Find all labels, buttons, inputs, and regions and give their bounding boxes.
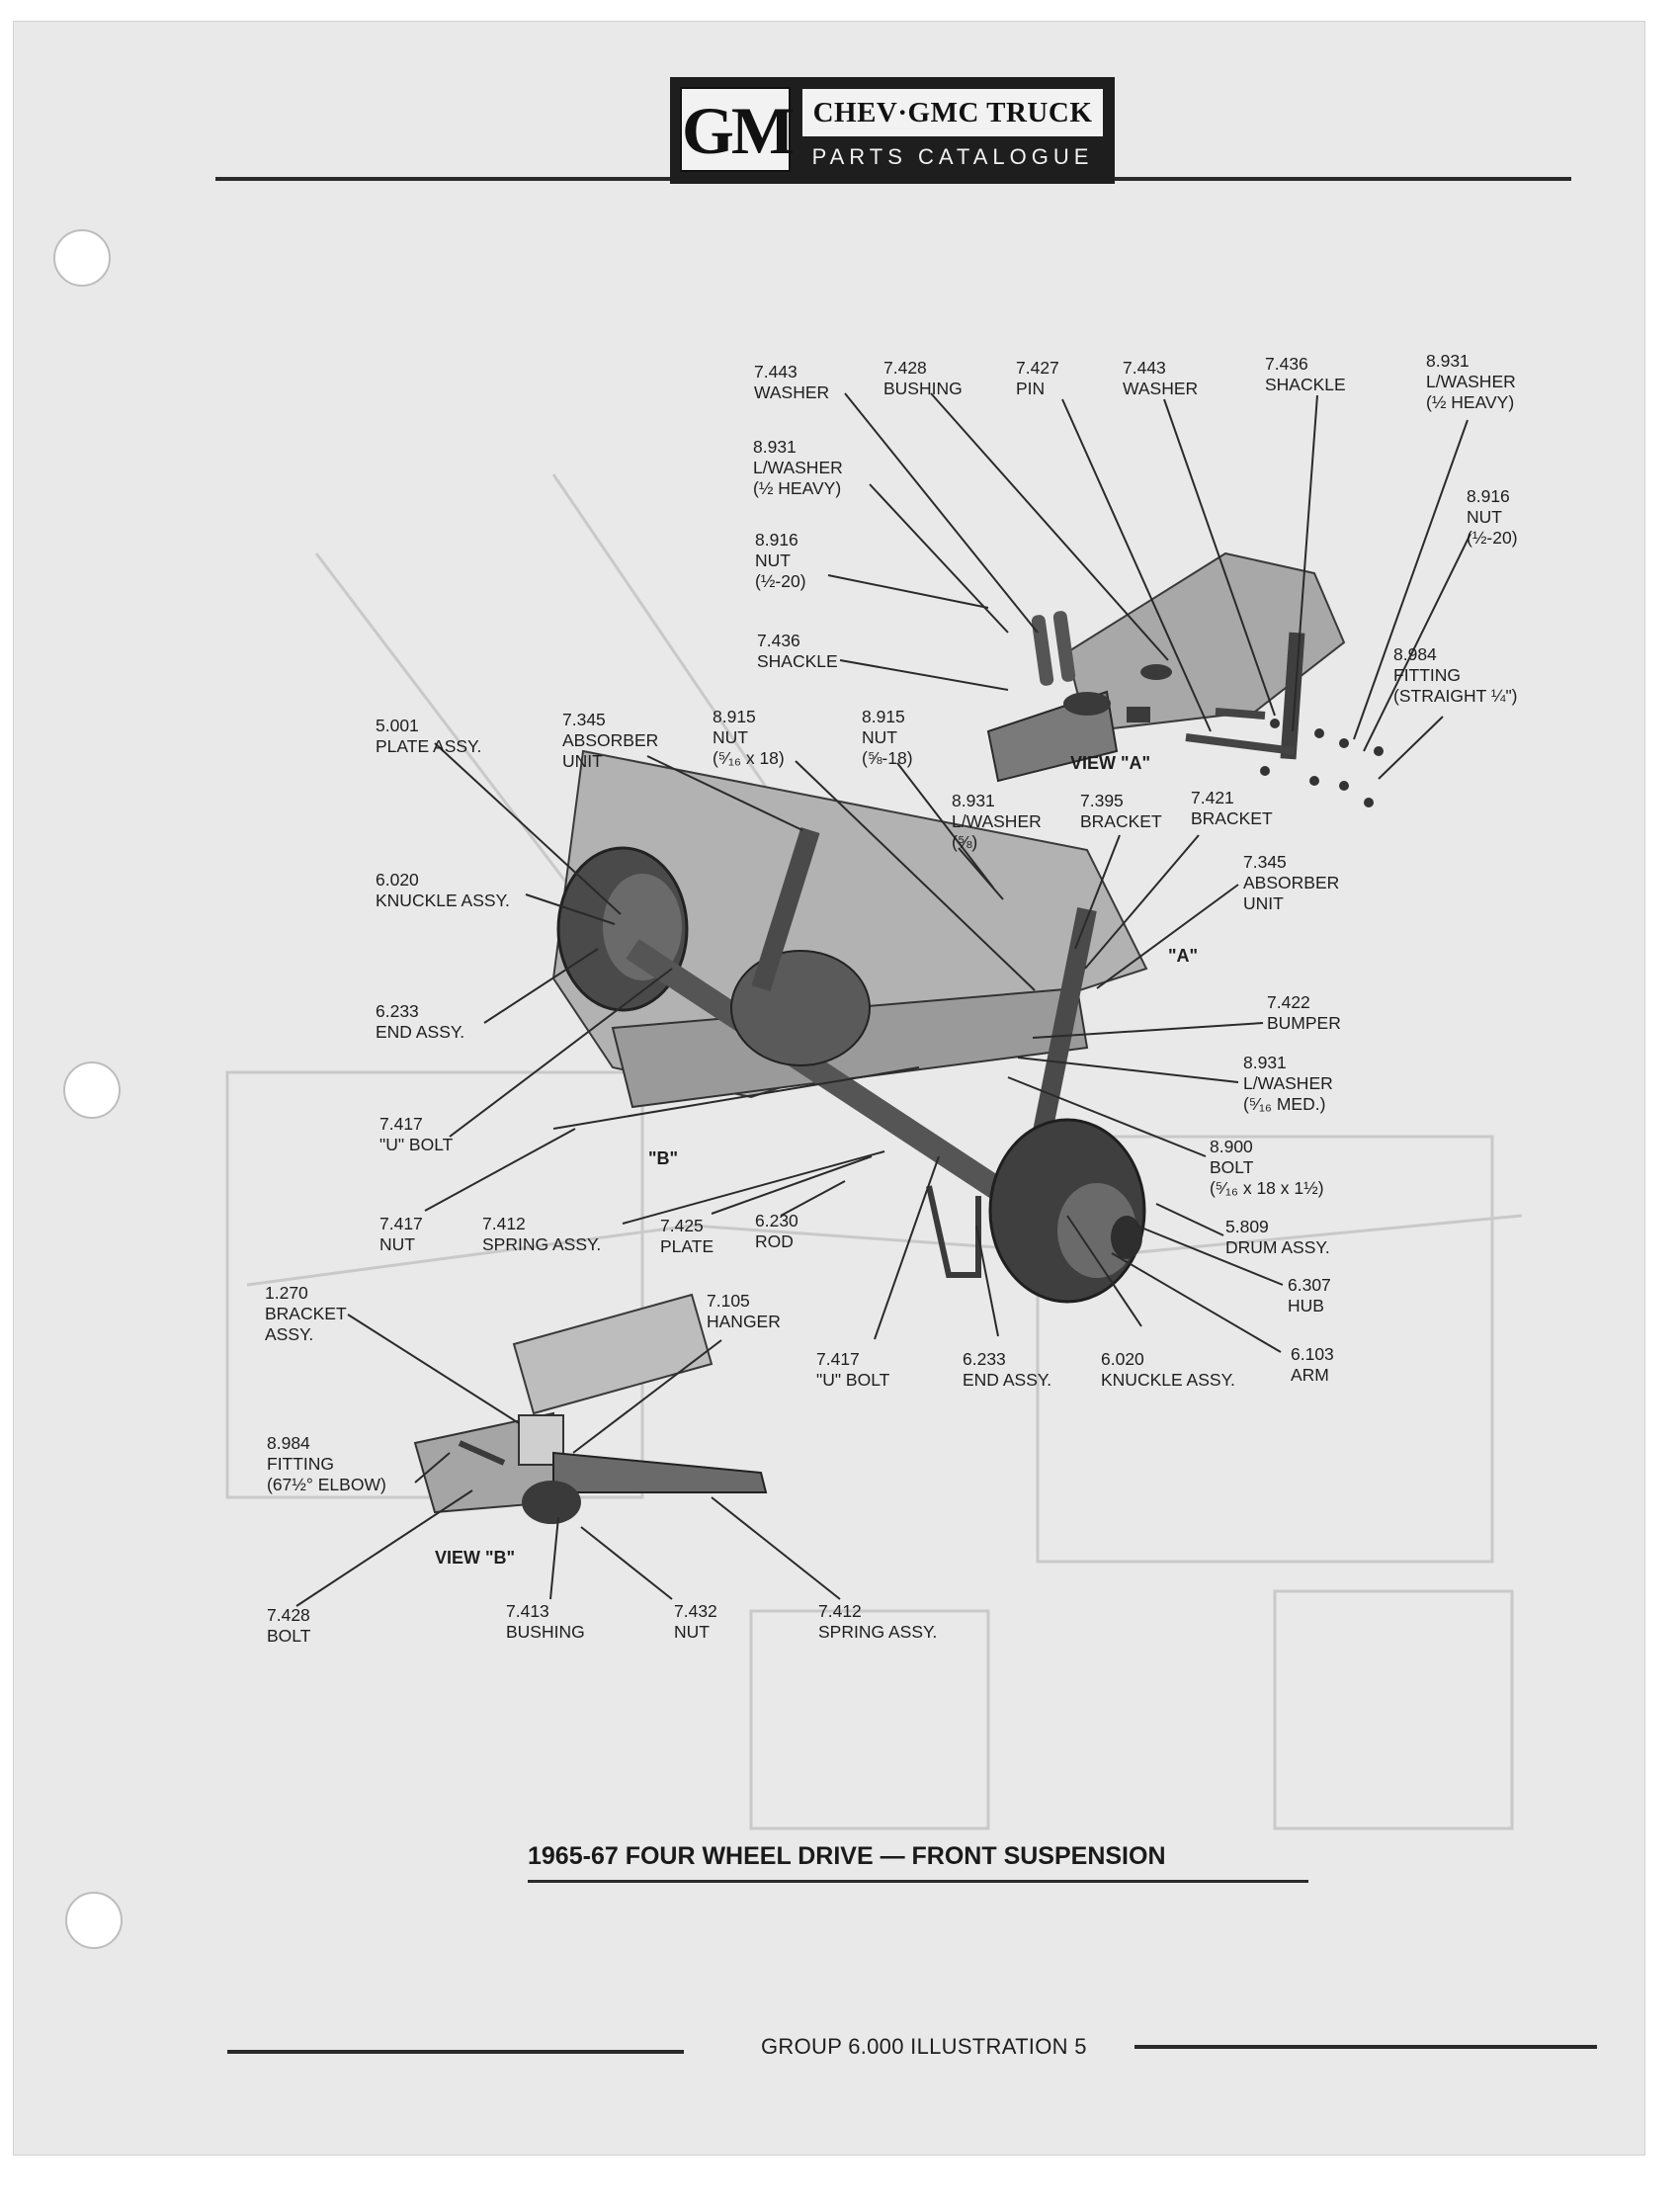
- figure-caption: 1965-67 FOUR WHEEL DRIVE — FRONT SUSPENS…: [528, 1842, 1166, 1870]
- callout-u-bolt-7417-bottom: 7.417"U" BOLT: [816, 1349, 890, 1390]
- view-b-hanger-assembly: [413, 1293, 768, 1524]
- caption-underline: [528, 1880, 1308, 1883]
- title-plate: CHEV·GMC TRUCK: [802, 89, 1103, 136]
- faint-background-illustration: [225, 473, 1523, 1830]
- footer-rule-left: [227, 2050, 684, 2054]
- view-a-reference: "A": [1168, 946, 1199, 966]
- gm-logo: GM CHEV·GMC TRUCK PARTS CATALOGUE: [670, 77, 1115, 184]
- view-a-label: VIEW "A": [1070, 753, 1151, 773]
- view-a-shackle-assembly: [986, 552, 1384, 807]
- footer-group-illustration: GROUP 6.000 ILLUSTRATION 5: [761, 2034, 1087, 2059]
- view-b-reference: "B": [648, 1148, 679, 1168]
- catalogue-subtitle: PARTS CATALOGUE: [811, 144, 1094, 169]
- view-b-label: VIEW "B": [435, 1548, 516, 1568]
- callout-u-bolt-7417-left: 7.417"U" BOLT: [379, 1114, 454, 1154]
- footer-rule-right: [1134, 2045, 1597, 2049]
- gm-emblem: GM: [680, 87, 795, 172]
- gm-letters: GM: [682, 93, 795, 168]
- catalogue-title: CHEV·GMC TRUCK: [812, 97, 1093, 128]
- binder-hole-bottom: [65, 1892, 123, 1949]
- binder-hole-middle: [63, 1061, 121, 1119]
- main-axle-assembly: [551, 749, 1148, 1304]
- leader-lines: [295, 392, 1471, 1607]
- binder-hole-top: [53, 229, 111, 287]
